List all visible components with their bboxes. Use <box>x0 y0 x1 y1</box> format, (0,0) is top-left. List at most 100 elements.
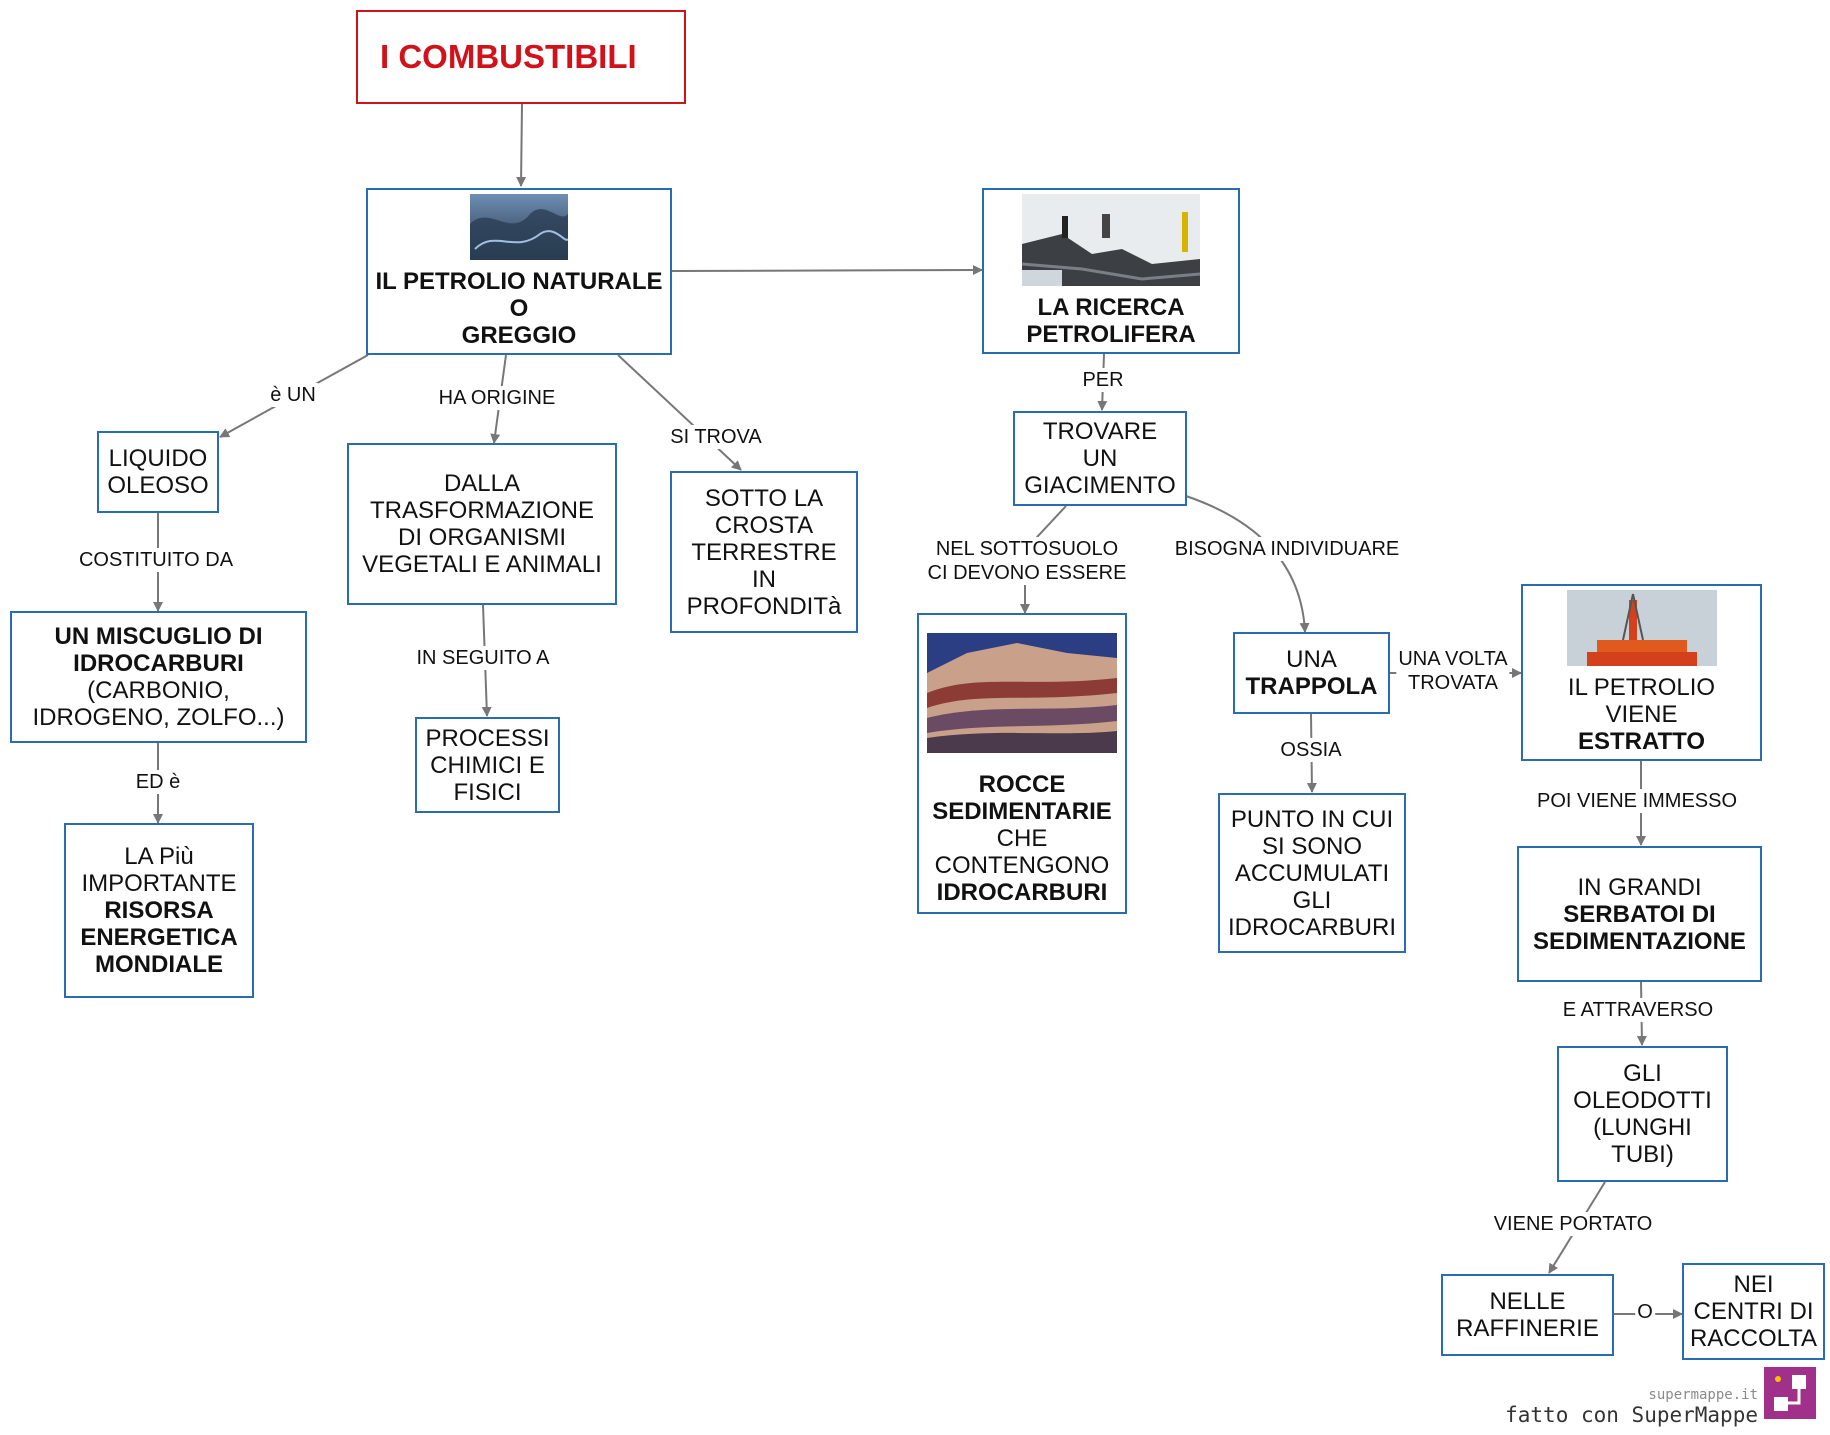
footer-credit: supermappe.it fatto con SuperMappe <box>1505 1387 1758 1427</box>
dalla-line-4: VEGETALI E ANIMALI <box>362 551 602 578</box>
node-risorsa: LA Più IMPORTANTE RISORSA ENERGETICA MON… <box>64 823 254 998</box>
node-estratto: IL PETROLIO VIENE ESTRATTO <box>1521 584 1762 761</box>
nel-sottosuolo-line-1: NEL SOTTOSUOLO <box>935 538 1119 560</box>
node-trappola: UNA TRAPPOLA <box>1233 632 1390 714</box>
liquido-line-2: OLEOSO <box>107 472 209 499</box>
rocce-line-2: SEDIMENTARIE <box>932 798 1112 825</box>
edge-label-poi-viene: POI VIENE IMMESSO <box>1534 789 1740 813</box>
oleodotti-line-3: (LUNGHI <box>1593 1114 1692 1141</box>
trappola-line-2: TRAPPOLA <box>1245 673 1378 700</box>
node-miscuglio: UN MISCUGLIO DI IDROCARBURI (CARBONIO, I… <box>10 611 307 743</box>
node-trovare: TROVARE UN GIACIMENTO <box>1013 411 1187 506</box>
trovare-line-2: UN <box>1082 445 1118 472</box>
edge-petrolio-ricerca <box>671 265 983 276</box>
node-sotto: SOTTO LA CROSTA TERRESTRE IN PROFONDITà <box>670 471 858 633</box>
raffinerie-line-2: RAFFINERIE <box>1456 1315 1599 1342</box>
ricerca-line-2: PETROLIFERA <box>1026 321 1196 348</box>
footer-made-with: fatto con SuperMappe <box>1505 1403 1758 1427</box>
miscuglio-line-1: UN MISCUGLIO DI <box>54 623 263 650</box>
crude-oil-image <box>470 194 568 260</box>
title-node: I COMBUSTIBILI <box>356 10 686 104</box>
oil-exploration-image <box>1022 194 1200 286</box>
una-volta-line-2: TROVATA <box>1407 672 1498 694</box>
edge-label-ha-origine: HA ORIGINE <box>436 386 558 410</box>
edge-label-e-un: è UN <box>268 383 318 407</box>
trovare-line-3: GIACIMENTO <box>1024 472 1176 499</box>
node-dalla: DALLA TRASFORMAZIONE DI ORGANISMI VEGETA… <box>347 443 617 605</box>
processi-line-3: FISICI <box>453 778 522 806</box>
risorsa-line-5: MONDIALE <box>95 951 223 978</box>
edge-petrolio-sotto <box>617 354 742 471</box>
node-liquido: LIQUIDO OLEOSO <box>97 431 219 513</box>
sotto-line-2: CROSTA <box>714 511 814 539</box>
dalla-line-1: DALLA <box>443 470 521 497</box>
trovare-line-1: TROVARE <box>1042 418 1158 445</box>
edge-label-costituito-da: COSTITUITO DA <box>76 548 236 572</box>
petrolio-line-3: GREGGIO <box>461 322 577 349</box>
ricerca-line-1: LA RICERCA <box>1037 294 1185 321</box>
node-punto: PUNTO IN CUI SI SONO ACCUMULATI GLI IDRO… <box>1218 793 1406 953</box>
estratto-line-2: ESTRATTO <box>1577 728 1706 755</box>
miscuglio-line-4: IDROGENO, ZOLFO...) <box>32 704 285 731</box>
edge-label-per: PER <box>1080 368 1126 392</box>
oil-rig-image <box>1566 590 1717 666</box>
edge-label-ossia: OSSIA <box>1278 738 1344 762</box>
sotto-line-5: PROFONDITà <box>686 592 842 620</box>
edge-label-una-volta: UNA VOLTA TROVATA <box>1396 647 1510 695</box>
punto-line-5: IDROCARBURI <box>1227 913 1396 941</box>
node-processi: PROCESSI CHIMICI E FISICI <box>415 717 560 813</box>
edge-label-viene-portato: VIENE PORTATO <box>1491 1212 1655 1236</box>
risorsa-line-1: LA Più <box>124 843 194 870</box>
miscuglio-line-2: IDROCARBURI <box>73 650 244 677</box>
trappola-line-1: UNA <box>1286 646 1337 673</box>
sotto-line-4: IN <box>752 565 776 593</box>
sedimentary-rocks-image <box>927 633 1117 753</box>
processi-line-1: PROCESSI <box>425 724 550 752</box>
risorsa-line-2: IMPORTANTE <box>81 870 237 897</box>
supermappe-logo-icon <box>1764 1367 1816 1419</box>
sotto-line-1: SOTTO LA <box>704 484 824 512</box>
petrolio-line-2: O <box>509 295 529 322</box>
oleodotti-line-2: OLEODOTTI <box>1573 1087 1712 1114</box>
oleodotti-line-1: GLI <box>1623 1060 1662 1087</box>
centri-line-3: RACCOLTA <box>1689 1325 1818 1352</box>
liquido-line-1: LIQUIDO <box>108 445 208 472</box>
rocce-line-4: CONTENGONO <box>934 852 1110 879</box>
punto-line-2: SI SONO <box>1261 832 1363 860</box>
centri-line-2: CENTRI DI <box>1693 1298 1814 1325</box>
edge-label-nel-sottosuolo: NEL SOTTOSUOLO CI DEVONO ESSERE <box>925 537 1129 585</box>
nel-sottosuolo-line-2: CI DEVONO ESSERE <box>927 562 1127 584</box>
punto-line-3: ACCUMULATI <box>1234 859 1390 887</box>
petrolio-line-1: IL PETROLIO NATURALE <box>375 268 663 295</box>
edge-label-e-attraverso: E ATTRAVERSO <box>1560 998 1716 1022</box>
estratto-line-1: IL PETROLIO VIENE <box>1567 674 1716 728</box>
serbatoi-line-1: IN GRANDI <box>1577 873 1702 901</box>
rocce-line-1: ROCCE <box>978 771 1066 798</box>
serbatoi-line-2: SERBATOI DI <box>1563 900 1716 928</box>
node-rocce: ROCCE SEDIMENTARIE CHE CONTENGONO IDROCA… <box>917 613 1127 914</box>
node-raffinerie: NELLE RAFFINERIE <box>1441 1274 1614 1356</box>
centri-line-1: NEI <box>1733 1271 1774 1298</box>
edge-label-bisogna: BISOGNA INDIVIDUARE <box>1172 537 1402 561</box>
node-petrolio: IL PETROLIO NATURALE O GREGGIO <box>366 188 672 355</box>
edge-label-si-trova: SI TROVA <box>668 425 764 449</box>
node-ricerca: LA RICERCA PETROLIFERA <box>982 188 1240 354</box>
risorsa-line-4: ENERGETICA <box>80 924 238 951</box>
rocce-line-3: CHE <box>996 825 1048 852</box>
edge-trovare-trappola <box>1185 495 1310 633</box>
una-volta-line-1: UNA VOLTA <box>1398 648 1508 670</box>
punto-line-4: GLI <box>1292 886 1332 914</box>
edge-label-o: O <box>1635 1300 1655 1324</box>
miscuglio-line-3: (CARBONIO, <box>87 677 230 704</box>
node-centri: NEI CENTRI DI RACCOLTA <box>1682 1263 1825 1360</box>
rocce-line-5: IDROCARBURI <box>936 879 1108 906</box>
node-serbatoi: IN GRANDI SERBATOI DI SEDIMENTAZIONE <box>1517 846 1762 982</box>
punto-line-1: PUNTO IN CUI <box>1230 805 1394 833</box>
logo-mark-icon <box>1774 1375 1806 1411</box>
edge-label-ed-e: ED è <box>133 770 183 794</box>
footer-site: supermappe.it <box>1648 1387 1758 1403</box>
sotto-line-3: TERRESTRE <box>691 538 837 566</box>
dalla-line-2: TRASFORMAZIONE <box>369 497 594 524</box>
risorsa-line-3: RISORSA <box>104 897 214 924</box>
raffinerie-line-1: NELLE <box>1489 1288 1566 1315</box>
